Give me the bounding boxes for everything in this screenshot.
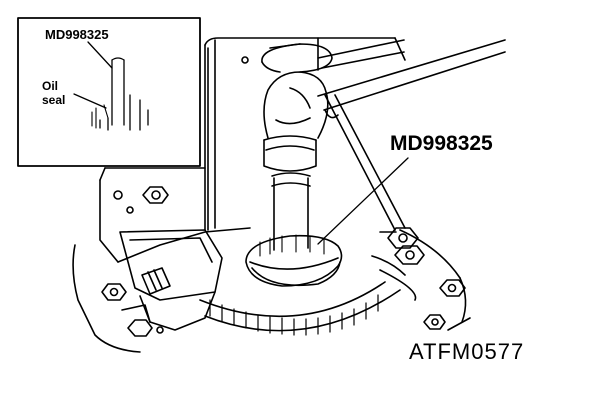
leader-lines [73, 41, 409, 245]
tool-md998325 [245, 39, 506, 287]
bolt-lower-mid [127, 319, 153, 337]
serrated-ring [199, 255, 417, 336]
leader-oil-seal [73, 93, 107, 109]
oil-seal-label-line2: seal [42, 93, 66, 107]
bolt-upper-left [142, 186, 169, 204]
main-part-number-label: MD998325 [390, 132, 493, 155]
leader-main-part [317, 157, 409, 245]
bolt-bottom-right [423, 314, 446, 330]
oil-seal-label-line1: Oil [42, 79, 59, 93]
bolt-right-lower [439, 279, 466, 297]
leader-inset-part [87, 41, 113, 69]
bolt-right-mid [394, 245, 425, 265]
bolt-lower-left [101, 283, 127, 301]
inset-detail [17, 17, 201, 167]
bolt-right-upper [379, 227, 419, 249]
inset-part-number-label: MD998325 [45, 27, 109, 42]
figure-code: ATFM0577 [409, 339, 525, 364]
side-bracket [119, 229, 223, 331]
bolt-heads [101, 186, 466, 337]
drain-plug [141, 267, 171, 295]
